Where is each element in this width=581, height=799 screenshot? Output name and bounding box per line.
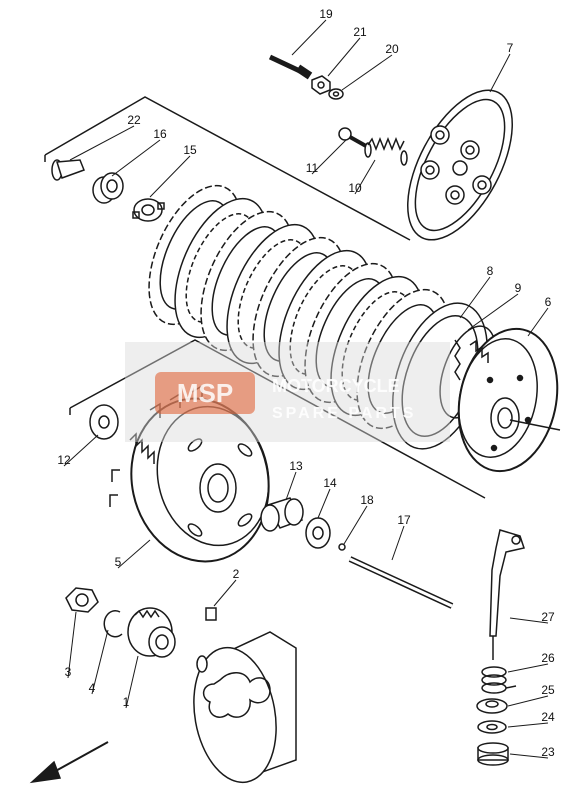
watermark-line1: MOTORCYCLE [272, 376, 400, 396]
callout-17: 17 [397, 513, 411, 527]
part-drive-housing [193, 631, 297, 784]
leader-lines [63, 19, 549, 759]
leader-line-11 [311, 139, 347, 175]
leader-line-26 [507, 663, 549, 673]
lower-frame [69, 339, 486, 499]
callout-16: 16 [153, 127, 167, 141]
part-spring-10 [364, 136, 408, 166]
leader-line-9 [467, 293, 519, 331]
callout-18: 18 [360, 493, 374, 507]
callout-1: 1 [123, 695, 130, 709]
leader-line-3 [67, 611, 77, 679]
callout-19: 19 [319, 7, 333, 21]
part-key-2 [205, 607, 217, 621]
part-nut-3 [65, 587, 99, 613]
part-spring-26 [481, 666, 517, 694]
part-push-rod-17 [348, 556, 454, 609]
watermark-logo-text: MSP [177, 378, 233, 408]
callout-20: 20 [385, 42, 399, 56]
leader-line-1 [125, 655, 139, 709]
leader-line-10 [354, 159, 376, 195]
callout-11: 11 [306, 161, 319, 175]
callout-6: 6 [545, 295, 552, 309]
part-lock-washer-4 [103, 609, 123, 638]
leader-line-18 [343, 505, 368, 545]
leader-line-12 [63, 434, 99, 467]
part-washer-14 [305, 517, 331, 549]
callout-14: 14 [323, 476, 337, 490]
leader-line-24 [507, 722, 549, 728]
part-bolt-11 [338, 127, 367, 148]
leader-line-14 [317, 488, 331, 519]
callout-10: 10 [348, 181, 362, 195]
callout-2: 2 [233, 567, 240, 581]
callout-9: 9 [515, 281, 522, 295]
part-washer-20 [328, 88, 344, 100]
leader-line-4 [91, 629, 109, 695]
leader-line-5 [117, 539, 151, 569]
part-washer-24 [477, 720, 507, 734]
callout-7: 7 [507, 41, 514, 55]
part-bolt-19 [268, 54, 313, 80]
leader-line-23 [509, 753, 549, 759]
leader-line-19 [291, 19, 327, 56]
leader-line-6 [527, 307, 549, 337]
callout-5: 5 [115, 555, 122, 569]
callout-12: 12 [57, 453, 71, 467]
part-clutch-boss-6 [457, 327, 561, 473]
part-nut-21 [311, 75, 331, 95]
leader-line-22 [69, 125, 135, 161]
watermark-logo [155, 372, 255, 414]
leader-line-17 [391, 525, 405, 561]
upper-frame [44, 96, 411, 241]
part-collar-13 [260, 497, 304, 532]
part-thrust-washer-12 [89, 404, 119, 440]
callout-8: 8 [487, 264, 494, 278]
callout-25: 25 [541, 683, 555, 697]
clutch-plates-stack [148, 184, 450, 430]
front-arrow-icon [29, 741, 109, 784]
part-bush-16 [92, 172, 124, 204]
callout-13: 13 [289, 459, 303, 473]
part-push-lever-27 [489, 529, 525, 660]
leader-line-7 [489, 53, 511, 93]
part-drive-gear-1 [127, 607, 176, 658]
callout-21: 21 [353, 25, 367, 39]
leader-line-25 [507, 695, 549, 707]
part-bearing-23 [477, 742, 509, 766]
part-ball-18 [338, 543, 346, 551]
part-pressure-plate-7 [407, 89, 513, 241]
leader-line-21 [327, 37, 361, 77]
callout-24: 24 [541, 710, 555, 724]
callout-26: 26 [541, 651, 555, 665]
watermark: MSP MOTORCYCLE SPARE PARTS [125, 342, 450, 442]
part-seal-25 [476, 698, 508, 714]
callout-4: 4 [89, 681, 96, 695]
part-clutch-housing-5 [109, 384, 270, 563]
leader-line-20 [341, 54, 393, 91]
leader-line-8 [459, 276, 491, 319]
callout-15: 15 [183, 143, 197, 157]
leader-line-27 [509, 617, 549, 624]
callout-22: 22 [127, 113, 141, 127]
watermark-line2: SPARE PARTS [272, 405, 416, 422]
part-push-rod-22 [51, 159, 85, 181]
leader-line-15 [149, 155, 191, 198]
part-lock-washer-15 [132, 198, 165, 222]
leader-line-13 [285, 471, 297, 501]
callout-27: 27 [541, 610, 555, 624]
leader-line-16 [111, 139, 161, 177]
callout-23: 23 [541, 745, 555, 759]
leader-line-2 [213, 579, 237, 607]
callout-3: 3 [65, 665, 72, 679]
